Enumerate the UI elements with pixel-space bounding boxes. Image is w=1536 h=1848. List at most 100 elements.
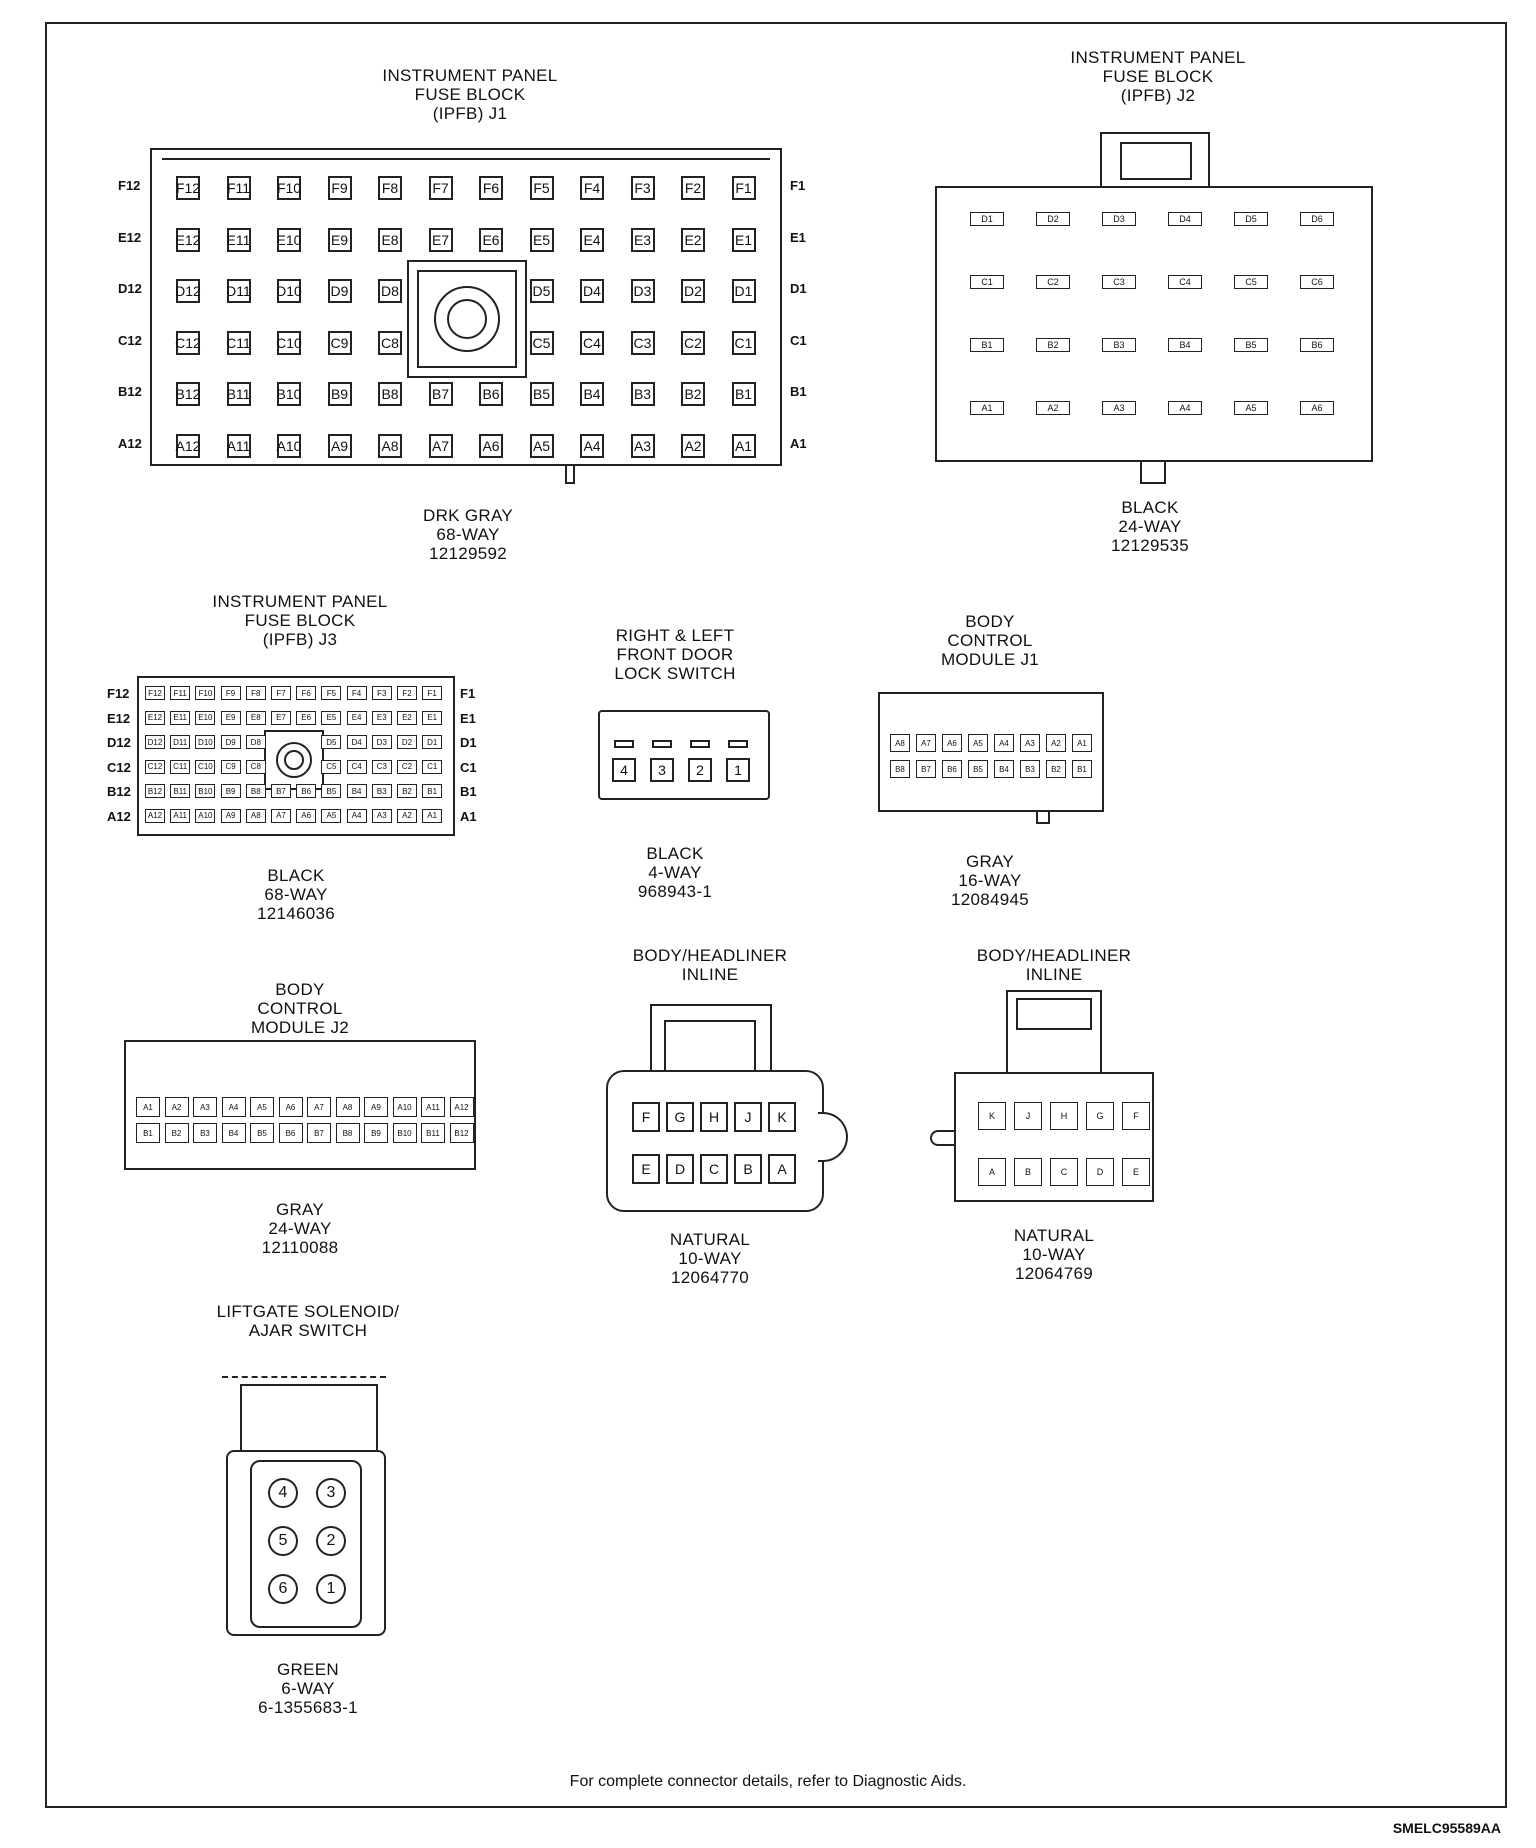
row-label-left: B12 (118, 384, 142, 399)
pin-b7: B7 (916, 760, 936, 778)
pin-e6: E6 (296, 710, 317, 725)
pin-e10: E10 (277, 227, 301, 252)
pin-e12: E12 (176, 227, 200, 252)
headliner-2-title: BODY/HEADLINER INLINE (976, 946, 1132, 984)
pin-a5: A5 (250, 1097, 274, 1117)
row-label-left: A12 (118, 435, 142, 451)
row-label-right: C1 (460, 759, 477, 775)
ipfb-j1-key (565, 464, 575, 484)
pin-d8: D8 (245, 735, 266, 749)
pin-c12: C12 (145, 759, 165, 774)
pin-e4: E4 (346, 710, 367, 725)
pin-a1: A1 (136, 1097, 160, 1117)
pin-c11: C11 (170, 759, 191, 774)
pin-a8: A8 (335, 1097, 360, 1117)
pin-b3: B3 (1020, 760, 1040, 778)
pin-f7: F7 (428, 176, 453, 200)
pin-a7: A7 (271, 808, 291, 823)
bcm-j2-caption: GRAY 24-WAY 12110088 (261, 1200, 339, 1257)
liftgate-upper (240, 1384, 378, 1454)
pin-c3: C3 (371, 759, 392, 774)
headliner-1-latch (650, 1004, 772, 1076)
pin-e9: E9 (220, 710, 241, 725)
pin-b1: B1 (422, 784, 443, 798)
row-label-left: C12 (107, 759, 131, 775)
pin-b10: B10 (195, 784, 216, 798)
pin-c: C (700, 1154, 728, 1184)
pin-f8: F8 (378, 176, 402, 200)
pin-j: J (1014, 1102, 1042, 1130)
pin-k: K (768, 1102, 796, 1132)
ipfb-j1-top-rail (162, 158, 770, 160)
pin-c4: C4 (1168, 275, 1202, 289)
pin-f11: F11 (226, 176, 251, 200)
pin-b: B (1014, 1158, 1042, 1186)
ipfb-j2-key (1140, 460, 1166, 484)
pin-b5: B5 (321, 784, 342, 798)
pin-e8: E8 (245, 710, 266, 725)
pin-a4: A4 (1168, 401, 1202, 415)
pin-e10: E10 (195, 710, 216, 725)
pin-e4: E4 (580, 227, 604, 252)
pin-b4: B4 (994, 760, 1014, 778)
pin-a3: A3 (1102, 401, 1136, 415)
pin-b6: B6 (479, 382, 503, 406)
pin-f6: F6 (479, 176, 503, 200)
pin-a10: A10 (392, 1097, 417, 1117)
pin-d5: D5 (321, 735, 342, 749)
pin-a3: A3 (630, 433, 655, 458)
pin-d8: D8 (378, 279, 402, 303)
pin-a2: A2 (1046, 734, 1066, 752)
pin-c3: C3 (630, 330, 655, 355)
pin-e5: E5 (529, 227, 554, 252)
pin-e1: E1 (731, 227, 756, 252)
pin-c12: C12 (175, 330, 201, 355)
pin-d3: D3 (630, 279, 655, 303)
pin-f: F (632, 1102, 660, 1132)
pin-e2: E2 (681, 227, 705, 252)
pin-e7: E7 (428, 227, 453, 252)
pin-c6: C6 (1300, 275, 1334, 289)
pin-e: E (632, 1154, 660, 1184)
row-label-left: E12 (107, 710, 131, 726)
row-label-left: E12 (118, 229, 142, 245)
pin-b4: B4 (346, 784, 367, 798)
pin-a8: A8 (890, 734, 910, 752)
pin-b2: B2 (1046, 760, 1066, 778)
pin-d3: D3 (1102, 212, 1136, 226)
pin-b6: B6 (1300, 338, 1334, 352)
row-label-left: A12 (107, 808, 131, 824)
pin-a6: A6 (278, 1097, 303, 1117)
pin-a3: A3 (1020, 734, 1040, 752)
pin-d2: D2 (397, 735, 417, 749)
pin-f12: F12 (176, 176, 200, 200)
pin-d5: D5 (1234, 212, 1268, 226)
pin-d11: D11 (226, 279, 251, 303)
pin-f: F (1122, 1102, 1150, 1130)
pin-e11: E11 (170, 710, 191, 725)
pin-d6: D6 (1300, 212, 1334, 226)
pin-c1: C1 (422, 759, 443, 774)
pin-b2: B2 (164, 1123, 189, 1143)
pin-b4: B4 (1168, 338, 1202, 352)
pin-b9: B9 (220, 784, 241, 798)
row-label-right: C1 (790, 332, 807, 348)
pin-b8: B8 (890, 760, 910, 778)
pin-d10: D10 (276, 279, 302, 303)
pin-f4: F4 (580, 176, 604, 200)
pin-d9: D9 (327, 279, 352, 303)
pin-a4: A4 (346, 808, 367, 823)
pin-a4: A4 (580, 433, 604, 458)
pin-b3: B3 (1102, 338, 1136, 352)
headliner-1-title: BODY/HEADLINER INLINE (632, 946, 788, 984)
pin-f8: F8 (245, 686, 266, 700)
pin-b8: B8 (245, 784, 266, 798)
pin-e5: E5 (321, 710, 342, 725)
pin-4: 4 (268, 1478, 298, 1508)
pin-3: 3 (650, 758, 674, 782)
pin-c9: C9 (220, 759, 241, 774)
pin-f3: F3 (371, 686, 392, 700)
